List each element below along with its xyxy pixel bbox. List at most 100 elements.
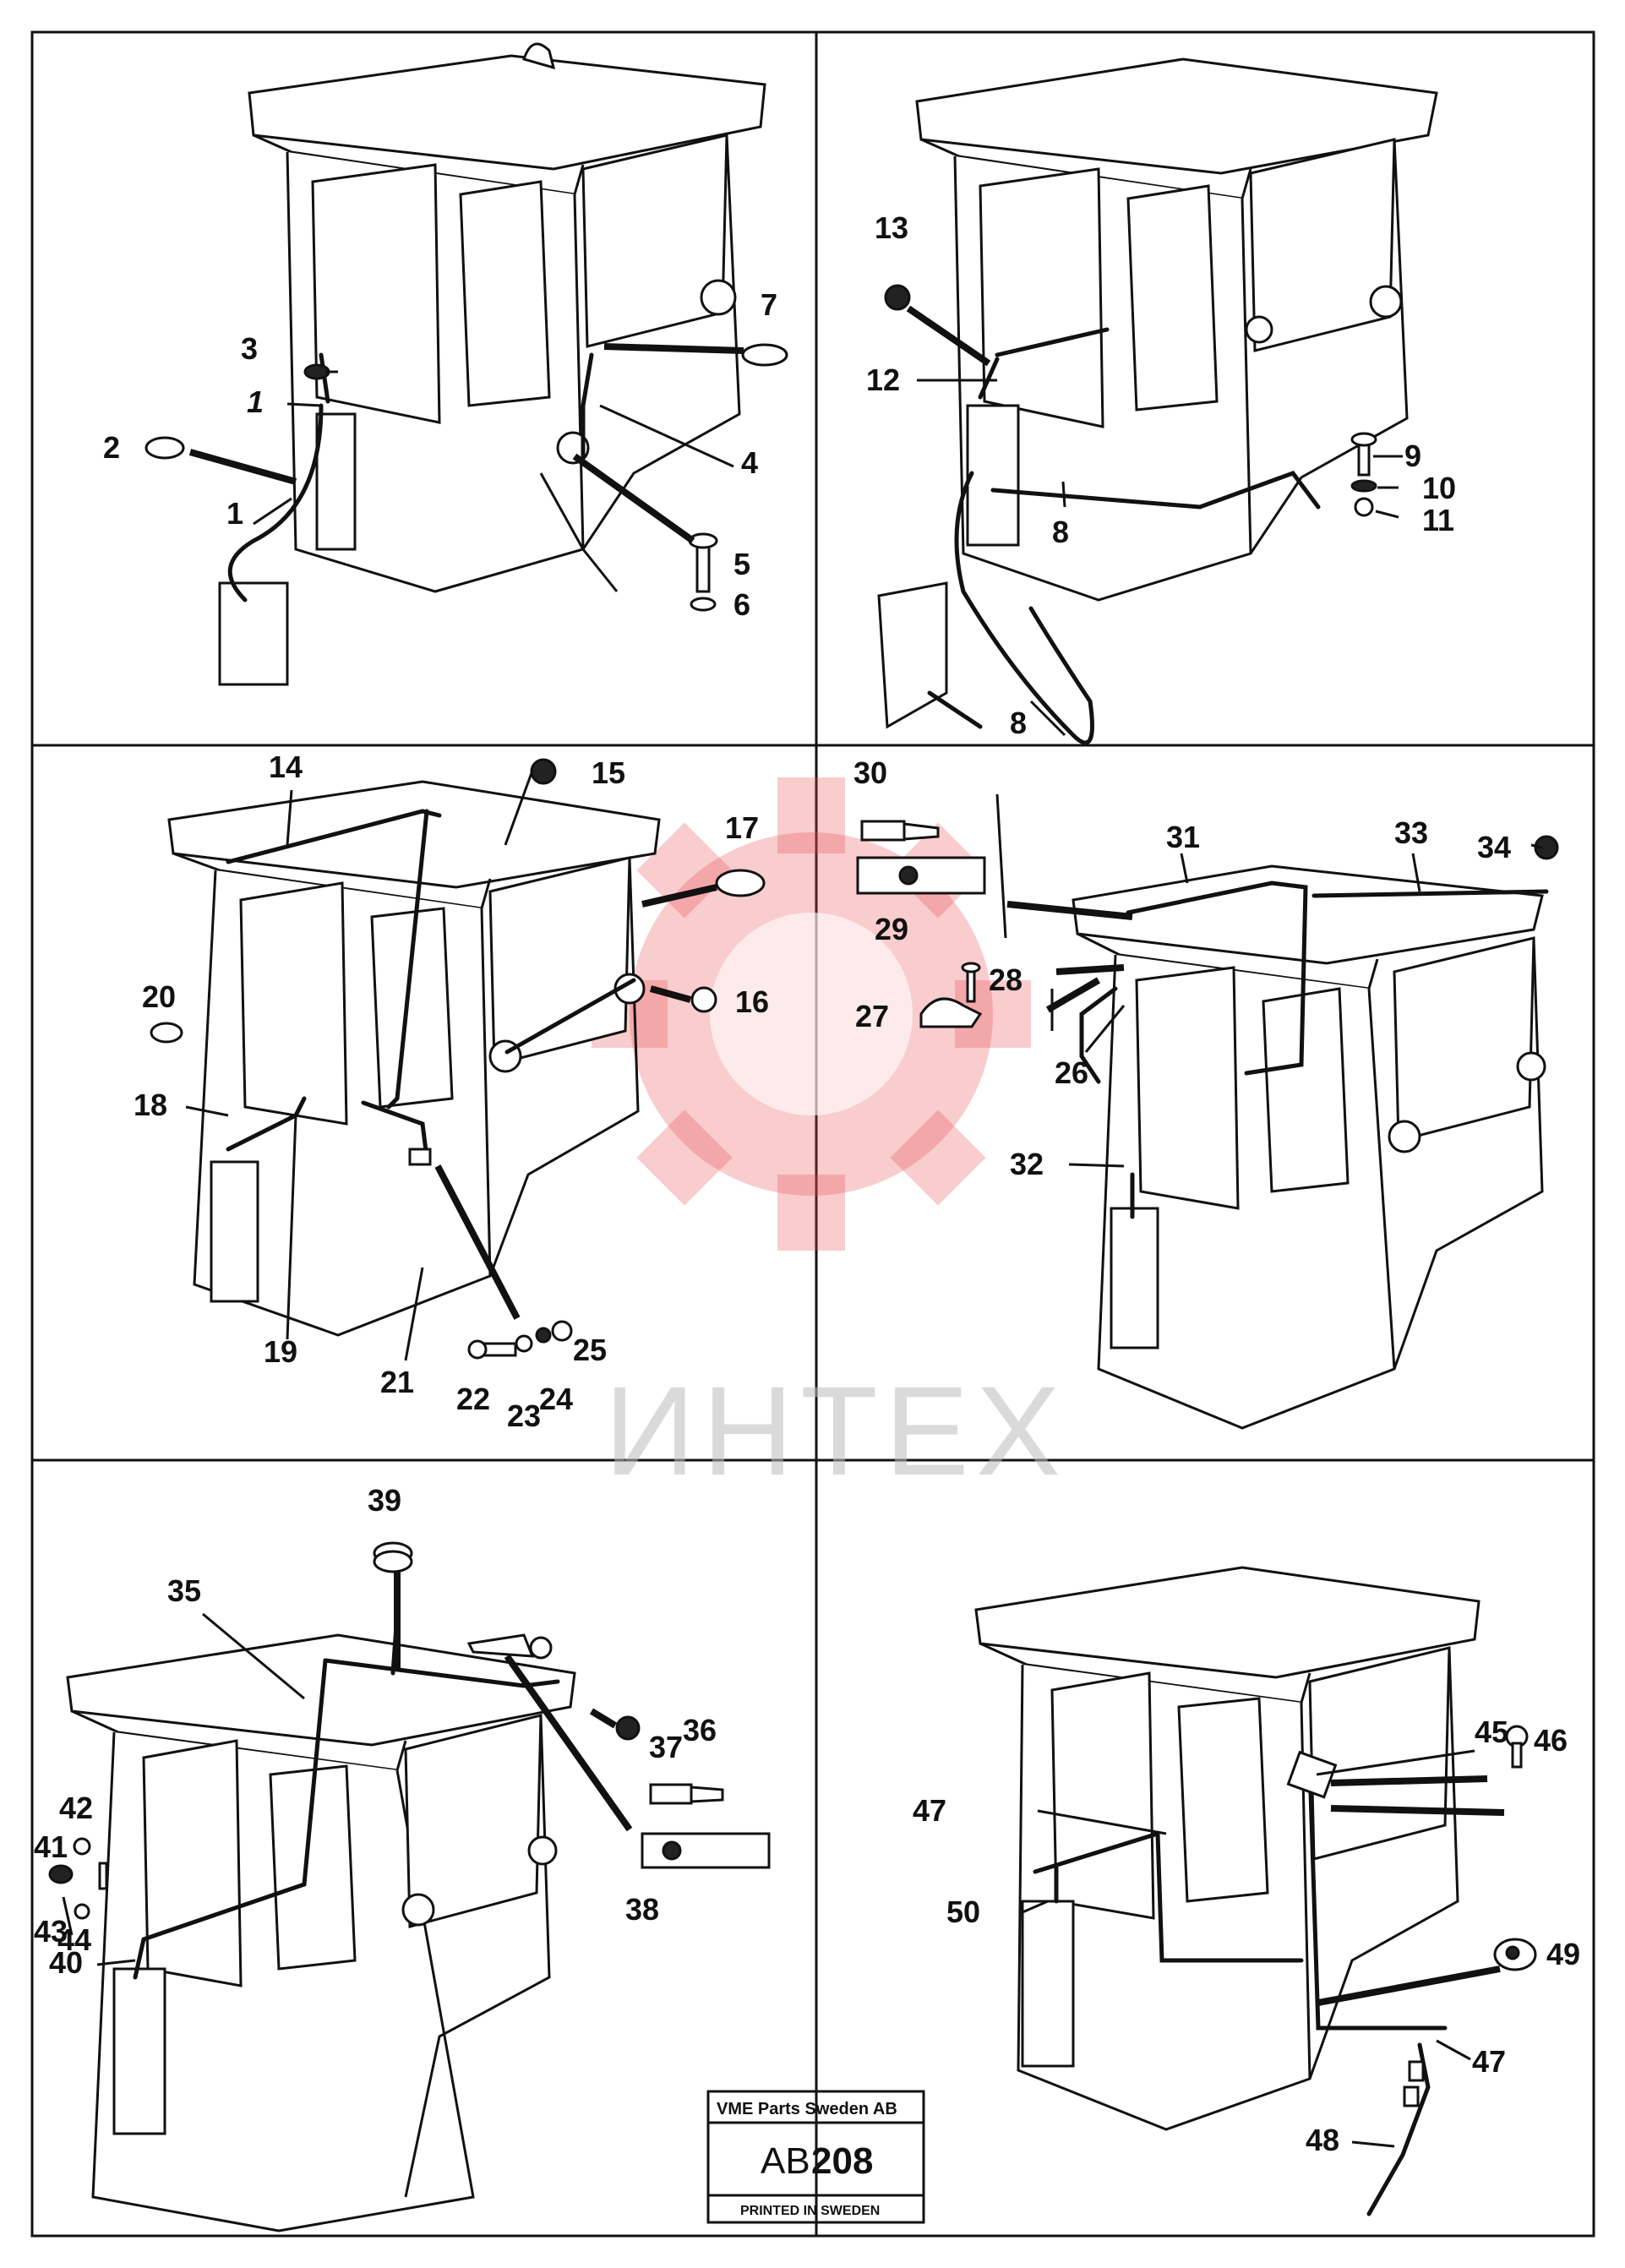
callout-37: 37 bbox=[649, 1730, 683, 1764]
callout-23: 23 bbox=[507, 1398, 541, 1433]
part-washer-23 bbox=[515, 1334, 533, 1353]
cab-drawing-3 bbox=[167, 780, 661, 1337]
panel-4: 26 27 28 29 30 31 32 33 34 bbox=[853, 755, 1559, 1430]
title-block: VME Parts Sweden AB AB 208 PRINTED IN SW… bbox=[706, 2090, 925, 2224]
part-grommet-20 bbox=[150, 1022, 183, 1044]
callout-25: 25 bbox=[573, 1333, 607, 1367]
callout-15: 15 bbox=[592, 755, 625, 790]
callout-50: 50 bbox=[946, 1895, 980, 1929]
part-washer-44 bbox=[74, 1903, 90, 1920]
callout-44: 44 bbox=[57, 1922, 91, 1957]
part-grommet-13 bbox=[884, 284, 911, 311]
callout-22: 22 bbox=[456, 1382, 490, 1416]
callout-9: 9 bbox=[1404, 439, 1421, 473]
callout-42: 42 bbox=[59, 1791, 93, 1825]
callout-47a: 47 bbox=[913, 1793, 946, 1828]
callout-3: 3 bbox=[241, 331, 258, 366]
callout-46: 46 bbox=[1534, 1723, 1568, 1758]
part-screw-9 bbox=[1350, 432, 1377, 477]
part-grommet-34 bbox=[1534, 835, 1559, 860]
panel-5: 35 36 37 38 39 40 41 42 43 44 bbox=[34, 1483, 771, 2233]
callout-34: 34 bbox=[1477, 830, 1511, 864]
part-grommet-2 bbox=[145, 436, 185, 460]
callout-38: 38 bbox=[625, 1892, 659, 1927]
callout-45: 45 bbox=[1475, 1715, 1508, 1749]
callout-48: 48 bbox=[1306, 2123, 1339, 2157]
panel-3: 14 15 16 17 18 19 20 21 22 23 24 25 bbox=[134, 750, 769, 1433]
callout-16: 16 bbox=[735, 984, 769, 1019]
callout-26: 26 bbox=[1055, 1055, 1088, 1090]
part-washer-6 bbox=[690, 597, 717, 612]
part-clip-27 bbox=[919, 997, 983, 1028]
callout-27: 27 bbox=[855, 999, 889, 1033]
part-grommet-36 bbox=[615, 1715, 641, 1741]
callout-14: 14 bbox=[269, 750, 303, 784]
callout-30: 30 bbox=[853, 755, 887, 790]
callout-24: 24 bbox=[539, 1382, 573, 1416]
callout-20: 20 bbox=[142, 979, 176, 1014]
panel-1: 1 1 2 3 4 5 6 7 bbox=[103, 42, 788, 686]
part-grommet-15 bbox=[530, 758, 557, 785]
part-clamp-7 bbox=[741, 343, 788, 367]
part-grommet-3 bbox=[303, 363, 330, 380]
callout-35: 35 bbox=[167, 1573, 201, 1608]
part-screw-22 bbox=[467, 1339, 517, 1360]
callout-40: 40 bbox=[49, 1945, 83, 1980]
callout-43: 43 bbox=[34, 1914, 68, 1949]
title-block-code-prefix: AB bbox=[761, 2140, 810, 2182]
callout-32: 32 bbox=[1010, 1147, 1044, 1181]
cab-drawing-2 bbox=[877, 57, 1438, 745]
callout-8b: 8 bbox=[1010, 706, 1027, 740]
title-block-code-number: 208 bbox=[811, 2140, 873, 2182]
callout-17: 17 bbox=[725, 810, 759, 845]
callout-10: 10 bbox=[1422, 471, 1456, 505]
callout-33: 33 bbox=[1394, 815, 1428, 850]
cab-drawing-5 bbox=[66, 1611, 576, 2233]
cab-drawing-1 bbox=[218, 42, 766, 686]
callout-21: 21 bbox=[380, 1365, 414, 1399]
watermark-text: ИНТЕХ bbox=[604, 1360, 1067, 1502]
callout-47b: 47 bbox=[1472, 2044, 1506, 2079]
sheet-frame bbox=[30, 30, 1595, 2238]
callout-11: 11 bbox=[1422, 503, 1454, 537]
part-screw-28 bbox=[961, 962, 981, 1003]
part-screw-42 bbox=[98, 1862, 108, 1890]
callout-4: 4 bbox=[741, 445, 758, 480]
callout-28: 28 bbox=[989, 962, 1022, 997]
part-grommet-16 bbox=[690, 986, 717, 1013]
callout-1a: 1 bbox=[226, 496, 243, 531]
callout-1b: 1 bbox=[247, 384, 264, 419]
part-screw-5 bbox=[688, 532, 718, 593]
part-connector-29 bbox=[856, 856, 986, 895]
title-block-printed: PRINTED IN SWEDEN bbox=[740, 2204, 880, 2218]
part-screw-41 bbox=[73, 1837, 91, 1856]
title-block-company: VME Parts Sweden AB bbox=[717, 2100, 897, 2118]
part-bracket-43 bbox=[48, 1864, 74, 1884]
cab-drawing-6 bbox=[974, 1566, 1480, 2216]
part-terminal-30 bbox=[860, 820, 940, 842]
part-horn bbox=[466, 1633, 553, 1660]
callout-36: 36 bbox=[683, 1713, 717, 1747]
callout-5: 5 bbox=[733, 547, 750, 581]
part-washer-24 bbox=[535, 1327, 552, 1344]
part-clamp-49 bbox=[1493, 1938, 1537, 1971]
callout-6: 6 bbox=[733, 587, 750, 622]
callout-2: 2 bbox=[103, 430, 120, 465]
panel-6: 45 46 47 47 48 49 50 bbox=[913, 1566, 1580, 2216]
callout-18: 18 bbox=[134, 1088, 167, 1122]
part-screw-46 bbox=[1505, 1725, 1529, 1769]
part-nut-25 bbox=[551, 1320, 573, 1342]
callout-7: 7 bbox=[761, 287, 777, 322]
part-clamp-17 bbox=[715, 869, 766, 897]
part-terminal-37 bbox=[649, 1783, 724, 1805]
cab-drawing-4 bbox=[1072, 864, 1549, 1430]
callout-31: 31 bbox=[1166, 820, 1200, 854]
callout-49: 49 bbox=[1546, 1937, 1580, 1971]
part-connector-38 bbox=[641, 1832, 771, 1869]
callout-39: 39 bbox=[368, 1483, 401, 1518]
part-nut-11 bbox=[1354, 497, 1374, 517]
callout-8a: 8 bbox=[1052, 515, 1069, 549]
callout-19: 19 bbox=[264, 1334, 297, 1369]
panel-2: 8 8 9 10 11 12 13 bbox=[866, 57, 1456, 745]
